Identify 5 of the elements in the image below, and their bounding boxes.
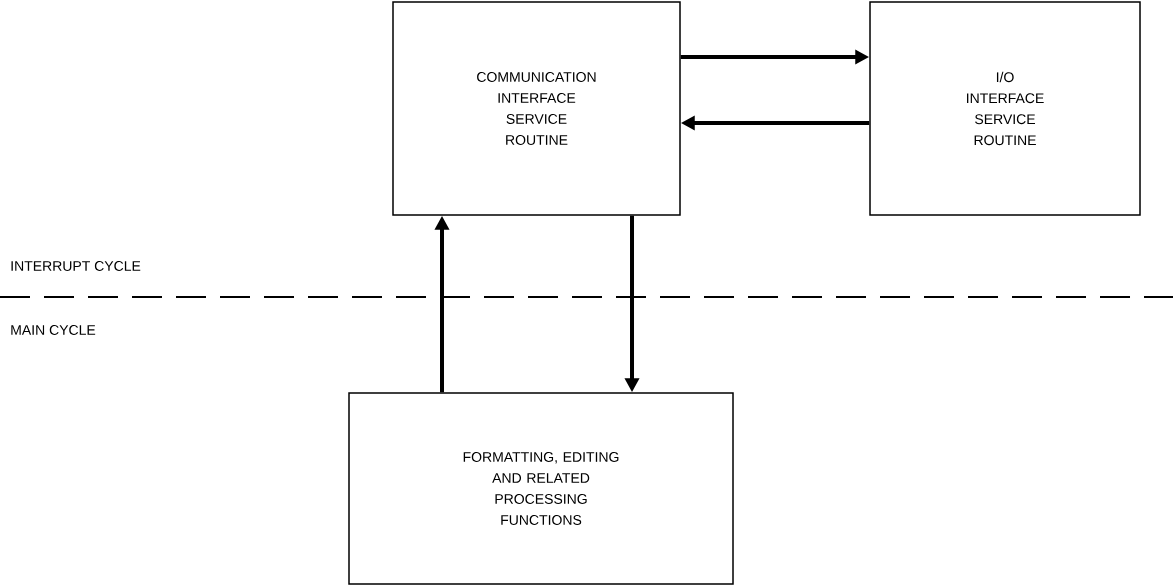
process-box: FORMATTING, EDITING AND RELATED PROCESSING FUNCTIONS	[348, 392, 734, 585]
process-box: I/O INTERFACE SERVICE ROUTINE	[869, 1, 1141, 216]
process-box: COMMUNICATION INTERFACE SERVICE ROUTINE	[392, 1, 681, 216]
cycle-label: MAIN CYCLE	[11, 325, 96, 335]
cycle-label: INTERRUPT CYCLE	[11, 261, 141, 271]
